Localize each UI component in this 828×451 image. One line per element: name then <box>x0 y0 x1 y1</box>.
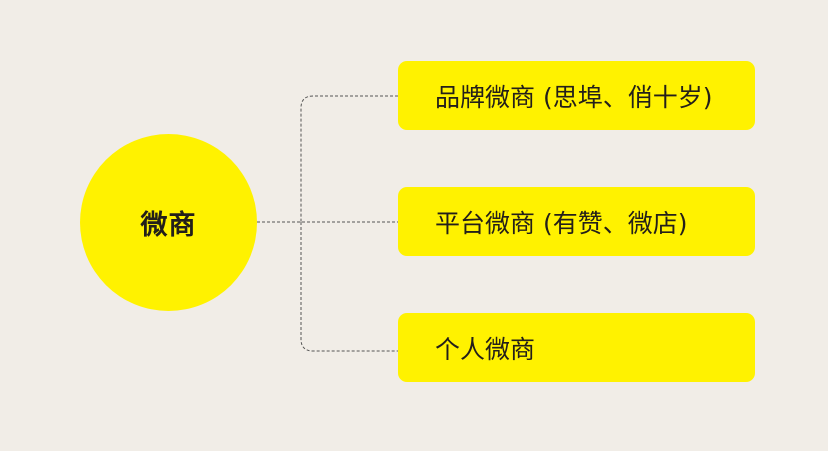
connector-bottom <box>300 222 398 352</box>
node-label: 品牌微商 (思埠、俏十岁) <box>435 82 713 112</box>
connector-top <box>300 95 398 222</box>
node-label: 平台微商 (有赞、微店) <box>435 208 688 238</box>
node-platform-microbusiness: 平台微商 (有赞、微店) <box>398 187 755 256</box>
hub-label: 微商 <box>140 210 197 241</box>
node-individual-microbusiness: 个人微商 <box>398 313 755 382</box>
node-brand-microbusiness: 品牌微商 (思埠、俏十岁) <box>398 61 755 130</box>
node-label: 个人微商 <box>435 334 536 364</box>
hub-circle: 微商 <box>80 134 257 311</box>
